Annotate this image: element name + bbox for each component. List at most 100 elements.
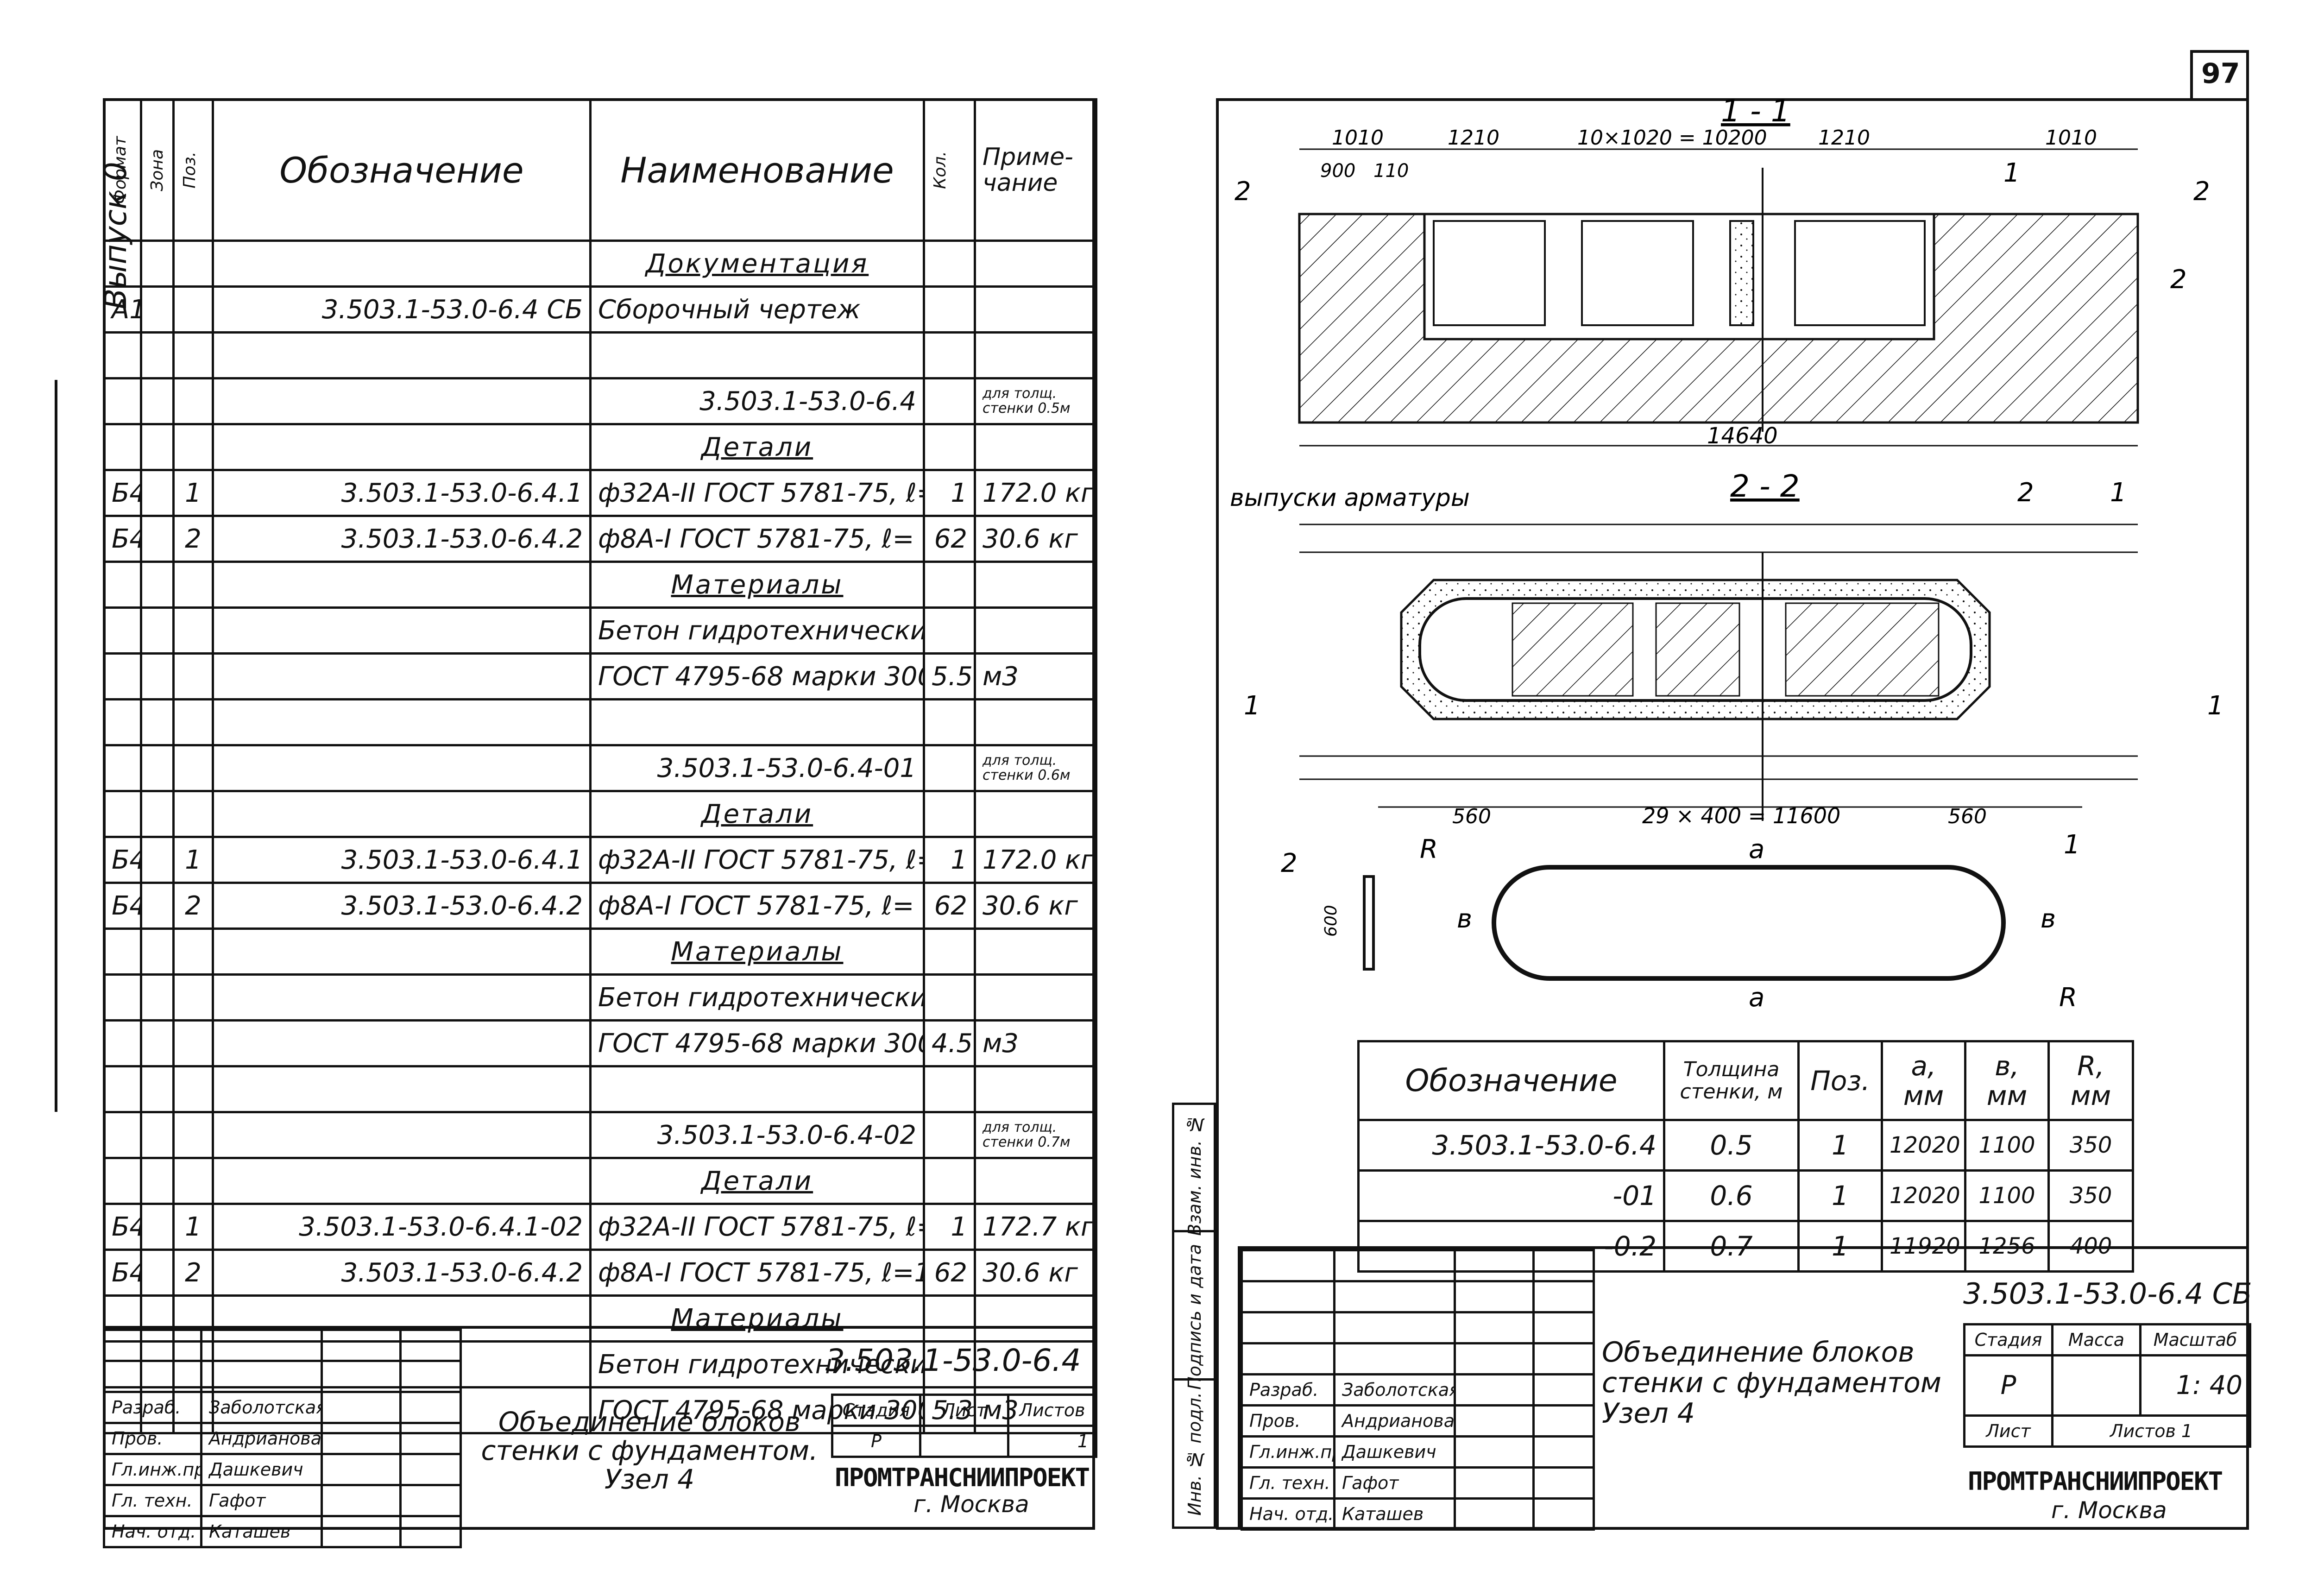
spec-cell-kol bbox=[923, 1157, 976, 1205]
spec-cell-naimenovanie bbox=[589, 331, 925, 379]
spec-row: Детали bbox=[103, 790, 1097, 838]
left-stadia: Р bbox=[831, 1425, 921, 1458]
spec-row: Детали bbox=[103, 423, 1097, 471]
dim-bottom-1: 29 × 400 = 11600 bbox=[1642, 803, 1840, 828]
left-stamp-code: 3.503.1-53.0-6.4 bbox=[825, 1343, 1081, 1378]
spec-cell-oboznachenie bbox=[212, 927, 592, 976]
spec-cell-kol bbox=[923, 973, 976, 1022]
spec-cell-primechanie bbox=[974, 561, 1097, 609]
spec-cell-primechanie bbox=[974, 285, 1097, 334]
detail-label-2: а bbox=[1749, 834, 1764, 864]
stamp-name: Заболотская bbox=[200, 1391, 323, 1424]
s11-mark-3: 2 bbox=[2170, 265, 2187, 295]
dim-bottom-0: 560 bbox=[1452, 805, 1491, 828]
spec-cell-naimenovanie: Сборочный чертеж bbox=[589, 285, 925, 334]
spec-cell-oboznachenie bbox=[212, 561, 592, 609]
right-listov-label: Листов 1 bbox=[2051, 1414, 2251, 1448]
detail-label-0: 2 bbox=[1281, 848, 1298, 878]
spec-cell-naimenovanie: 3.503.1-53.0-6.4-02 bbox=[589, 1111, 925, 1159]
param-h2: Поз. bbox=[1797, 1040, 1883, 1121]
spec-cell-zona bbox=[140, 698, 175, 746]
spec-cell-poz bbox=[172, 973, 214, 1022]
stamp-signature bbox=[1454, 1404, 1535, 1438]
spec-cell-kol bbox=[923, 377, 976, 425]
stamp-role-row: Нач. отд.Каташев bbox=[1241, 1497, 1595, 1531]
spec-cell-oboznachenie: 3.503.1-53.0-6.4.2 bbox=[212, 1249, 592, 1297]
spec-cell-zona bbox=[140, 1203, 175, 1251]
spec-cell-kol bbox=[923, 744, 976, 792]
stamp-role-row: Пров.Андрианова bbox=[103, 1422, 462, 1455]
spec-cell-kol bbox=[923, 698, 976, 746]
stamp-name: Дашкевич bbox=[200, 1453, 323, 1486]
stamp-signature bbox=[1454, 1466, 1535, 1500]
spec-body: ДокументацияА13.503.1-53.0-6.4 СБСборочн… bbox=[103, 240, 1097, 1434]
spec-cell-oboznachenie bbox=[212, 1157, 592, 1205]
side-inv: Инв. № подл. bbox=[1184, 1392, 1205, 1516]
stamp-role: Гл.инж.пр. bbox=[1241, 1435, 1335, 1469]
spec-cell-poz bbox=[172, 652, 214, 700]
stamp-role: Гл. техн. bbox=[103, 1484, 202, 1517]
right-stadia-label: Стадия bbox=[1963, 1323, 2053, 1356]
spec-cell-format: Б4 bbox=[103, 882, 142, 930]
spec-cell-poz bbox=[172, 790, 214, 838]
spec-cell-poz bbox=[172, 1111, 214, 1159]
right-stamp-meta: Стадия Масса Масштаб Р 1: 40 Лист Листов… bbox=[1963, 1323, 2251, 1448]
spec-cell-kol: 62 bbox=[923, 882, 976, 930]
right-massa bbox=[2051, 1354, 2142, 1417]
spec-cell-poz: 1 bbox=[172, 836, 214, 884]
spec-cell-primechanie bbox=[974, 698, 1097, 746]
spec-cell-zona bbox=[140, 652, 175, 700]
spec-cell-zona bbox=[140, 882, 175, 930]
left-stadia-label: Стадия bbox=[831, 1394, 921, 1427]
stamp-role: Пров. bbox=[103, 1422, 202, 1455]
spec-cell-format bbox=[103, 973, 142, 1022]
spec-cell-poz: 2 bbox=[172, 1249, 214, 1297]
dim-top-1: 1210 bbox=[1448, 126, 1499, 150]
dim-inner-0: 900 bbox=[1320, 160, 1355, 182]
spec-cell-primechanie bbox=[974, 973, 1097, 1022]
spec-cell-kol bbox=[923, 331, 976, 379]
stamp-signature bbox=[321, 1391, 402, 1424]
stamp-name: Гафот bbox=[200, 1484, 323, 1517]
spec-cell-zona bbox=[140, 836, 175, 884]
spec-cell-format bbox=[103, 377, 142, 425]
spec-cell-primechanie: 30.6 кг bbox=[974, 515, 1097, 563]
stamp-signature bbox=[1454, 1497, 1535, 1531]
left-city: г. Москва bbox=[913, 1491, 1029, 1518]
param-h5: R, мм bbox=[2047, 1040, 2134, 1121]
spec-cell-poz bbox=[172, 1157, 214, 1205]
spec-cell-kol: 62 bbox=[923, 515, 976, 563]
spec-cell-format bbox=[103, 606, 142, 655]
param-cell: 3.503.1-53.0-6.4 bbox=[1357, 1119, 1665, 1172]
spec-cell-poz: 1 bbox=[172, 469, 214, 517]
spec-cell-oboznachenie: 3.503.1-53.0-6.4.1 bbox=[212, 836, 592, 884]
stamp-role-row: Гл.инж.пр.Дашкевич bbox=[103, 1453, 462, 1486]
dim-bottom-2: 560 bbox=[1948, 805, 1987, 828]
stamp-date bbox=[399, 1422, 462, 1455]
param-cell: 1 bbox=[1797, 1119, 1883, 1172]
spec-cell-primechanie: 30.6 кг bbox=[974, 1249, 1097, 1297]
s22-mark-0: 1 bbox=[1244, 691, 1260, 721]
vypuski-note: выпуски арматуры bbox=[1230, 484, 1470, 512]
spec-cell-format bbox=[103, 1157, 142, 1205]
stamp-role-row: Нач. отд.Каташев bbox=[103, 1515, 462, 1548]
drawings: 1 - 1 1010 1210 10×1020 = 10200 1210 101… bbox=[1230, 98, 2224, 1013]
spec-cell-poz bbox=[172, 377, 214, 425]
param-cell: 1100 bbox=[1964, 1119, 2050, 1172]
spec-cell-zona bbox=[140, 1111, 175, 1159]
spec-cell-poz bbox=[172, 285, 214, 334]
hdr-oboznachenie: Обозначение bbox=[212, 98, 592, 242]
s11-mark-1: 2 bbox=[2193, 177, 2210, 207]
spec-cell-naimenovanie: Детали bbox=[589, 1157, 925, 1205]
stamp-name: Каташев bbox=[1333, 1497, 1456, 1531]
spec-cell-naimenovanie: ГОСТ 4795-68 марки 300 bbox=[589, 652, 925, 700]
spec-cell-kol bbox=[923, 1065, 976, 1113]
spec-cell-kol: 62 bbox=[923, 1249, 976, 1297]
